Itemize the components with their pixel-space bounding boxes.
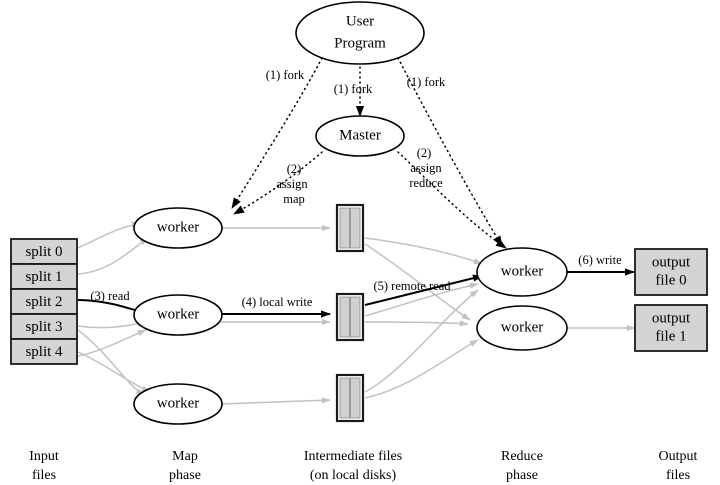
intermediate-pane — [339, 377, 350, 419]
split-label-4: split 4 — [25, 344, 63, 360]
edge-interm1-reduce2 — [364, 243, 471, 321]
reduce-worker-label-0: worker — [501, 263, 543, 279]
edge-split4-worker2 — [77, 329, 147, 357]
intermediate-box-1[interactable] — [335, 292, 365, 342]
label-local-write: (4) local write — [242, 295, 313, 309]
column-captions: Input files Map phase Intermediate files… — [29, 449, 697, 483]
map-worker-label-1: worker — [157, 306, 199, 322]
label-write: (6) write — [578, 253, 622, 267]
split-label-0: split 0 — [25, 244, 62, 260]
intermediate-pane — [339, 296, 350, 338]
intermediate-box-2[interactable] — [335, 373, 365, 423]
intermediate-file-boxes — [335, 203, 365, 423]
edges-map-to-intermediate — [220, 224, 331, 405]
edge-split0-worker1 — [77, 221, 141, 249]
edge-split4-worker3 — [77, 351, 151, 393]
edge-remote-read — [364, 274, 483, 306]
output-files: output file 0 output file 1 — [634, 248, 708, 352]
split-label-3: split 3 — [25, 319, 62, 335]
reduce-worker-ellipse — [476, 305, 568, 351]
node-map-worker-0[interactable]: worker — [133, 207, 223, 249]
edge-assign-reduce — [397, 151, 507, 249]
edges-fork — [231, 57, 503, 247]
edge-split3-worker2 — [77, 320, 147, 329]
node-map-worker-1[interactable]: worker — [133, 294, 223, 336]
node-map-worker-2[interactable]: worker — [133, 383, 223, 425]
label-fork-center: (1) fork — [334, 82, 373, 96]
map-worker-label-0: worker — [157, 219, 199, 235]
edges-intermediate-to-reduce — [364, 237, 483, 399]
output-file-label-1-line1: output — [652, 310, 691, 326]
map-worker-ellipse — [133, 383, 223, 425]
master-label: Master — [339, 127, 381, 143]
edge-interm3-reduce1 — [364, 289, 479, 393]
output-file-label-0-line2: file 0 — [655, 272, 686, 288]
user-program-ellipse — [295, 1, 425, 65]
label-assign-map-line2: assign — [276, 177, 308, 191]
output-file-box-1[interactable] — [634, 304, 708, 352]
label-assign-map-line1: (2) — [287, 162, 302, 176]
map-worker-ellipse — [133, 207, 223, 249]
split-label-2: split 2 — [25, 294, 62, 310]
label-assign-reduce-line1: (2) — [417, 146, 432, 160]
edge-interm2-reduce2 — [364, 320, 469, 327]
caption-input-files-line1: Input — [29, 449, 59, 464]
map-worker-label-2: worker — [157, 395, 199, 411]
split-label-1: split 1 — [25, 269, 62, 285]
intermediate-box-0[interactable] — [335, 203, 365, 253]
caption-map-phase-line1: Map — [172, 449, 198, 464]
node-user-program[interactable]: User Program — [295, 1, 425, 65]
output-file-box-0[interactable] — [634, 248, 708, 296]
node-master[interactable]: Master — [315, 115, 405, 157]
edge-labels: (1) fork (1) fork (1) fork (2) assign ma… — [90, 68, 622, 309]
label-remote-read: (5) remote read — [373, 279, 451, 293]
edge-split1-worker1 — [77, 237, 149, 275]
user-program-label-line1: User — [346, 13, 374, 29]
edge-assign-map — [233, 151, 323, 215]
input-files-stack: split 0 split 1 split 2 split 3 split 4 — [10, 238, 78, 365]
intermediate-pane — [350, 377, 361, 419]
output-file-label-0-line1: output — [652, 254, 691, 270]
label-fork-right: (1) fork — [407, 75, 446, 89]
edge-worker3-interm3 — [220, 397, 331, 405]
intermediate-pane — [350, 296, 361, 338]
label-assign-map-line3: map — [283, 192, 305, 206]
caption-reduce-phase-line1: Reduce — [501, 449, 543, 464]
label-assign-reduce-line2: assign — [410, 161, 442, 175]
user-program-label-line2: Program — [334, 35, 386, 51]
label-assign-reduce-line3: reduce — [409, 176, 443, 190]
caption-reduce-phase-line2: phase — [506, 468, 538, 483]
edge-interm1-reduce1 — [364, 237, 483, 265]
master-ellipse — [315, 115, 405, 157]
edge-fork-right — [397, 57, 503, 247]
output-file-label-1-line2: file 1 — [655, 328, 686, 344]
caption-output-files-line2: files — [666, 468, 690, 483]
map-worker-ellipse — [133, 294, 223, 336]
caption-output-files-line1: Output — [659, 449, 698, 464]
caption-intermediate-files-line1: Intermediate files — [304, 449, 402, 464]
caption-intermediate-files-line2: (on local disks) — [310, 468, 397, 483]
split-box-4[interactable] — [10, 338, 78, 365]
edges-assign — [233, 151, 507, 249]
label-fork-left: (1) fork — [266, 68, 305, 82]
intermediate-pane — [350, 207, 361, 249]
label-read: (3) read — [90, 289, 130, 303]
reduce-worker-label-1: worker — [501, 319, 543, 335]
node-reduce-worker-1[interactable]: worker — [476, 305, 568, 351]
caption-input-files-line2: files — [32, 468, 56, 483]
reduce-worker-ellipse — [476, 247, 568, 297]
edges-input-to-map — [77, 221, 151, 397]
edge-split3-worker3 — [77, 329, 145, 397]
caption-map-phase-line2: phase — [169, 468, 201, 483]
edge-interm2-reduce1 — [364, 282, 479, 317]
node-reduce-worker-0[interactable]: worker — [476, 247, 568, 297]
edge-interm3-reduce2 — [364, 339, 479, 399]
intermediate-pane — [339, 207, 350, 249]
